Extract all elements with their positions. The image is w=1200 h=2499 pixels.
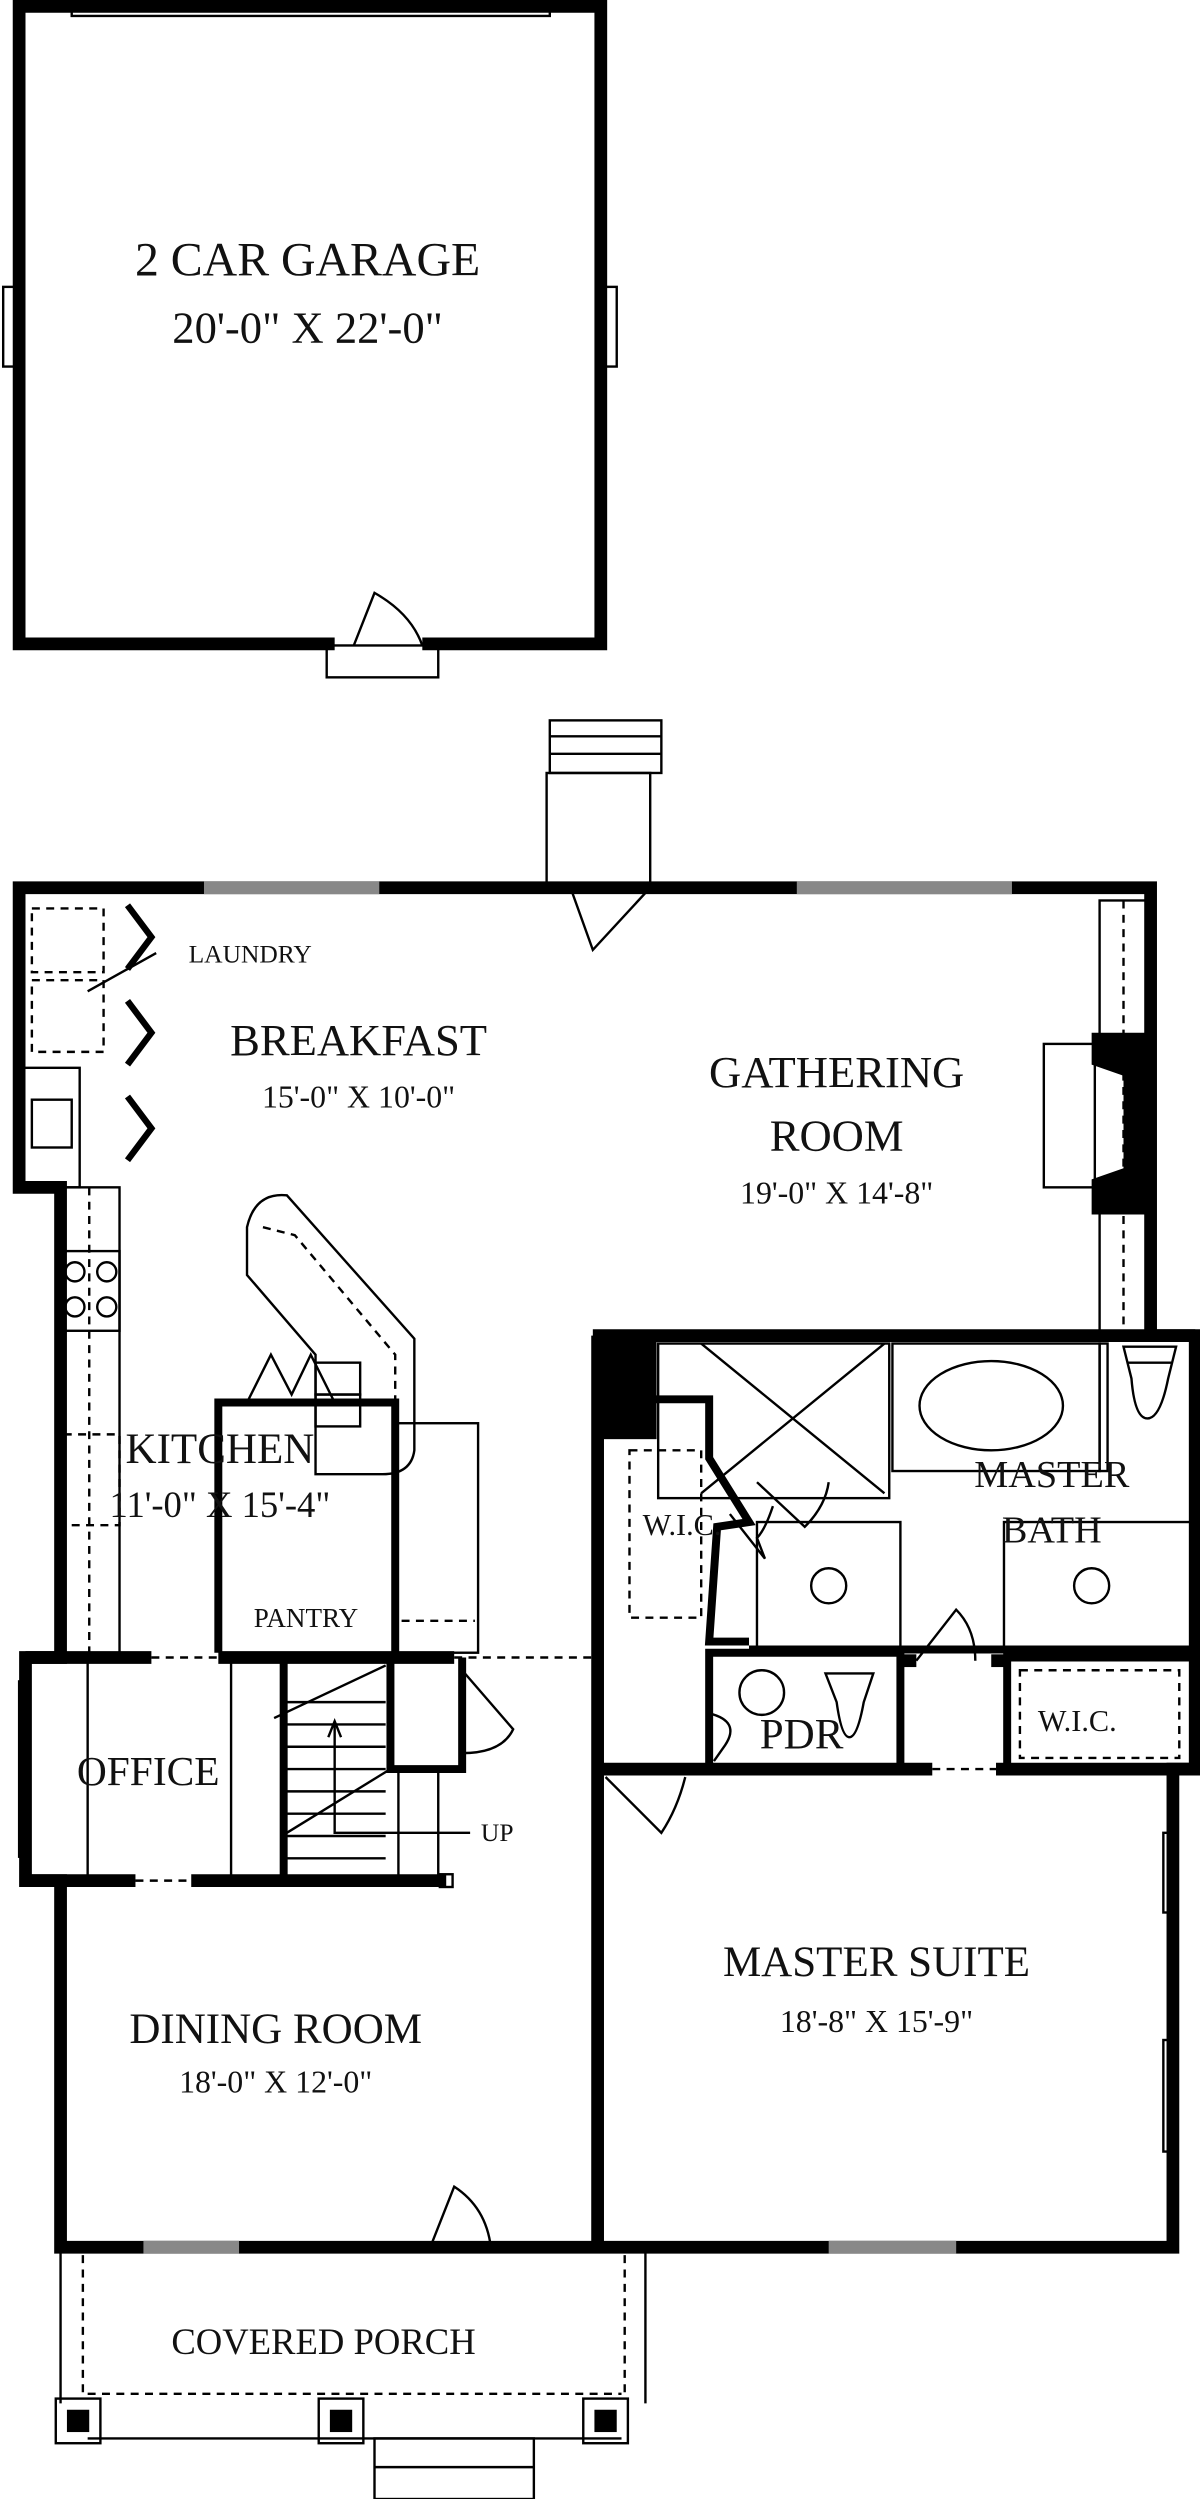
breakfast-size: 15'-0" X 10'-0" — [262, 1080, 455, 1115]
garage — [1, 0, 618, 679]
breakfast-label: BREAKFAST — [230, 1015, 487, 1065]
laundry-label: LAUNDRY — [189, 940, 312, 969]
porch-column — [54, 2397, 102, 2445]
kitchen-label: KITCHEN — [126, 1426, 315, 1473]
gathering-label-2: ROOM — [770, 1111, 904, 1161]
stairs-up-label: UP — [481, 1818, 514, 1847]
office-label: OFFICE — [77, 1748, 220, 1794]
pdr-label: PDR — [760, 1711, 844, 1758]
porch-column — [582, 2397, 630, 2445]
master-bath-label-2: BATH — [1002, 1510, 1102, 1552]
dining-label: DINING ROOM — [129, 2006, 422, 2053]
gathering-size: 19'-0" X 14'-8" — [740, 1175, 933, 1210]
gathering-label-1: GATHERING — [709, 1047, 964, 1097]
master-suite-size: 18'-8" X 15'-9" — [780, 2004, 973, 2039]
wic-right-label: W.I.C. — [1038, 1704, 1117, 1738]
garage-size: 20'-0" X 22'-0" — [172, 303, 443, 353]
master-suite-label: MASTER SUITE — [723, 1939, 1030, 1986]
covered-porch — [54, 2247, 647, 2499]
wic-left-label: W.I.C. — [643, 1508, 722, 1542]
porch-column — [317, 2397, 365, 2445]
porch-label: COVERED PORCH — [171, 2321, 475, 2362]
chimney — [545, 719, 663, 889]
kitchen-size: 11'-0" X 15'-4" — [109, 1484, 330, 1525]
dining-size: 18'-0" X 12'-0" — [179, 2065, 372, 2100]
pantry-label: PANTRY — [254, 1603, 358, 1633]
master-bath-label-1: MASTER — [974, 1454, 1130, 1496]
garage-label: 2 CAR GARAGE — [135, 234, 480, 287]
